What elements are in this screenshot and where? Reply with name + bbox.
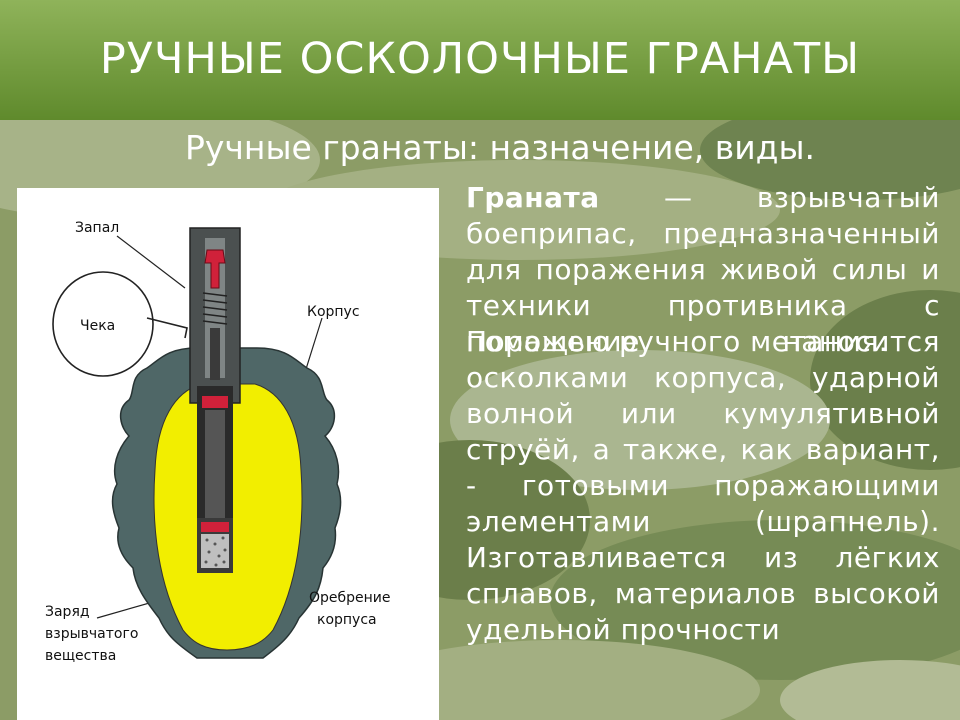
label-ribbing-2: корпуса — [317, 612, 377, 628]
slide-title: РУЧНЫЕ ОСКОЛОЧНЫЕ ГРАНАТЫ — [99, 34, 861, 84]
title-bar: РУЧНЫЕ ОСКОЛОЧНЫЕ ГРАНАТЫ — [0, 0, 960, 120]
definition-paragraph: Граната — взрывчатый боеприпас, предназн… — [466, 180, 940, 360]
label-ribbing-1: Оребрение — [309, 590, 391, 606]
label-pin: Чека — [80, 318, 115, 334]
slide-subtitle: Ручные гранаты: назначение, виды. — [184, 128, 816, 167]
label-body: Корпус — [307, 304, 360, 320]
label-charge-2: взрывчатого — [45, 626, 138, 642]
label-charge-1: Заряд — [45, 604, 90, 620]
label-charge-3: вещества — [45, 648, 116, 664]
label-fuse: Запал — [75, 220, 119, 236]
grenade-illustration: Запал Чека Корпус Оребрение корпуса Заря… — [45, 220, 391, 664]
definition-text: — взрывчатый боеприпас, предназначенный … — [466, 181, 940, 358]
grenade-diagram: Запал Чека Корпус Оребрение корпуса Заря… — [17, 188, 439, 720]
damage-paragraph: Поражение наносится осколками корпуса, у… — [466, 325, 940, 646]
term-grenade: Граната — [466, 181, 600, 214]
